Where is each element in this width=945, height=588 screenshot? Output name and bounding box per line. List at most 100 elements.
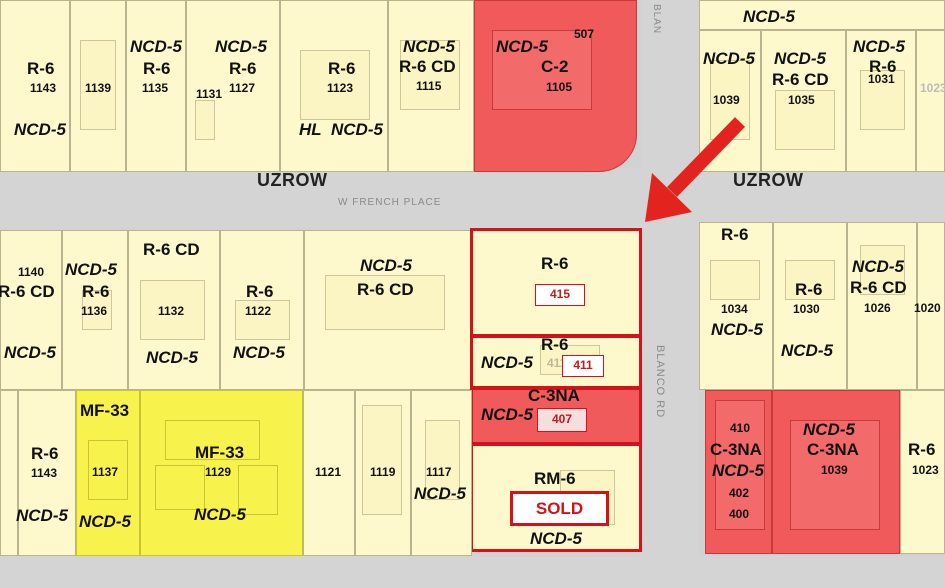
parcel-number: 1026 <box>864 301 891 315</box>
parcel-number: 1115 <box>416 79 442 93</box>
ncd-label: NCD-5 <box>530 529 582 548</box>
building <box>235 300 290 340</box>
ncd-label: NCD-5 <box>16 506 68 525</box>
street-label-french-place: W FRENCH PLACE <box>338 197 442 208</box>
parcel-number: 1135 <box>142 81 169 95</box>
parcel-1135 <box>126 0 186 172</box>
zone-label: R-6 <box>27 59 55 78</box>
zone-label: R-6 <box>229 59 257 78</box>
subject-outline-415 <box>470 228 642 338</box>
zone-label: MF-33 <box>195 443 245 462</box>
building <box>492 30 592 110</box>
zone-label: R-6 <box>541 254 569 273</box>
zone-label: R-6 CD <box>772 70 829 89</box>
ncd-label: NCD-5 <box>65 260 117 279</box>
parcel-number: 1035 <box>788 93 815 107</box>
ncd-label: NCD-5 <box>403 37 455 56</box>
parcel-number: 1121 <box>315 465 342 479</box>
ncd-label: NCD-5 <box>481 405 533 424</box>
parcel-415 <box>472 230 641 336</box>
zone-label: R-6 CD <box>399 57 456 76</box>
ncd-label: NCD-5 <box>803 420 855 439</box>
building <box>785 260 835 300</box>
zone-label: R-6 <box>795 280 823 299</box>
ncd-label: NCD-5 <box>414 484 466 503</box>
ncd-label: NCD-5 <box>215 37 267 56</box>
ncd-label: NCD-5 <box>331 120 383 139</box>
zone-label: MF-33 <box>80 401 130 420</box>
zone-label: R-6 <box>721 225 749 244</box>
zone-label: R-6 <box>246 282 274 301</box>
parcel-1143-south <box>18 390 76 556</box>
ncd-label: NCD-5 <box>774 49 826 68</box>
ncd-label: NCD-5 <box>703 49 755 68</box>
parcel-number: 1105 <box>546 80 573 94</box>
parcel-number: 1119 <box>370 465 396 479</box>
parcel-number: 1127 <box>229 81 256 95</box>
building <box>238 465 278 515</box>
ncd-label: NCD-5 <box>130 37 182 56</box>
parcel-number: 410 <box>730 421 751 435</box>
building <box>710 260 760 300</box>
parcel-1030 <box>773 222 847 390</box>
parcel-1121 <box>303 390 355 556</box>
parcel-ne-strip <box>699 0 945 30</box>
ncd-label: NCD-5 <box>194 505 246 524</box>
parcel-number: 1023 <box>920 81 945 95</box>
parcel-1023-south <box>900 390 945 554</box>
parcel-number: 1137 <box>92 465 119 479</box>
parcel-number: 1117 <box>426 465 452 479</box>
ncd-label: NCD-5 <box>853 37 905 56</box>
ncd-label: NCD-5 <box>233 343 285 362</box>
parcel-number: 1039 <box>713 93 740 107</box>
parcel-1127 <box>186 0 280 172</box>
parcel-number: 1140 <box>18 265 45 279</box>
zone-label: R-6 CD <box>850 278 907 297</box>
street-label-uzrow: UZROW <box>257 170 328 190</box>
zone-label: R-6 <box>31 444 59 463</box>
zone-label: RM-6 <box>534 469 576 488</box>
parcel-number: 400 <box>729 507 750 521</box>
parcel-number: 1123 <box>327 81 354 95</box>
parcel-number: 1039 <box>821 463 848 477</box>
ncd-label: NCD-5 <box>14 120 66 139</box>
ncd-label: NCD-5 <box>711 320 763 339</box>
building <box>860 245 905 295</box>
address-tag-411: 411 <box>562 355 604 377</box>
zone-label: R-6 <box>541 335 569 354</box>
parcel-1034 <box>699 222 773 390</box>
parcel-1143-north <box>0 0 70 172</box>
parcel-number: 1031 <box>868 72 895 86</box>
parcel-number: 1020 <box>914 301 941 315</box>
zone-label: R-6 CD <box>357 280 414 299</box>
zone-label: C-3NA <box>528 386 580 405</box>
zone-label: R-6 <box>82 282 110 301</box>
parcel-number: 507 <box>574 27 595 41</box>
ncd-label: NCD-5 <box>481 353 533 372</box>
parcel-number: 1143 <box>31 466 58 480</box>
zone-label: R-6 <box>328 59 356 78</box>
south-alley <box>0 556 945 588</box>
parcel-number: 1143 <box>30 81 57 95</box>
building <box>165 420 260 460</box>
zone-label: R-6 CD <box>0 282 55 301</box>
ncd-label: NCD-5 <box>4 343 56 362</box>
building <box>715 400 765 530</box>
zone-label: R-6 <box>908 440 936 459</box>
zone-label: R-6 <box>143 59 171 78</box>
zone-label: R-6 <box>869 57 897 76</box>
parcel-number: 1122 <box>245 304 272 318</box>
parcel-1140 <box>0 230 62 390</box>
street-label-blanco-rd: BLANCO RD <box>654 345 666 419</box>
sold-badge: SOLD <box>510 491 609 526</box>
parcel-number: 402 <box>729 486 750 500</box>
building <box>860 70 905 130</box>
building <box>300 50 370 120</box>
uzrow-street <box>0 168 945 230</box>
ncd-label: NCD-5 <box>360 256 412 275</box>
parcel-number: 1030 <box>793 302 820 316</box>
zone-label: C-3NA <box>807 440 859 459</box>
zone-label: C-3NA <box>710 440 762 459</box>
building <box>790 420 880 530</box>
street-label-uzrow: UZROW <box>733 170 804 190</box>
